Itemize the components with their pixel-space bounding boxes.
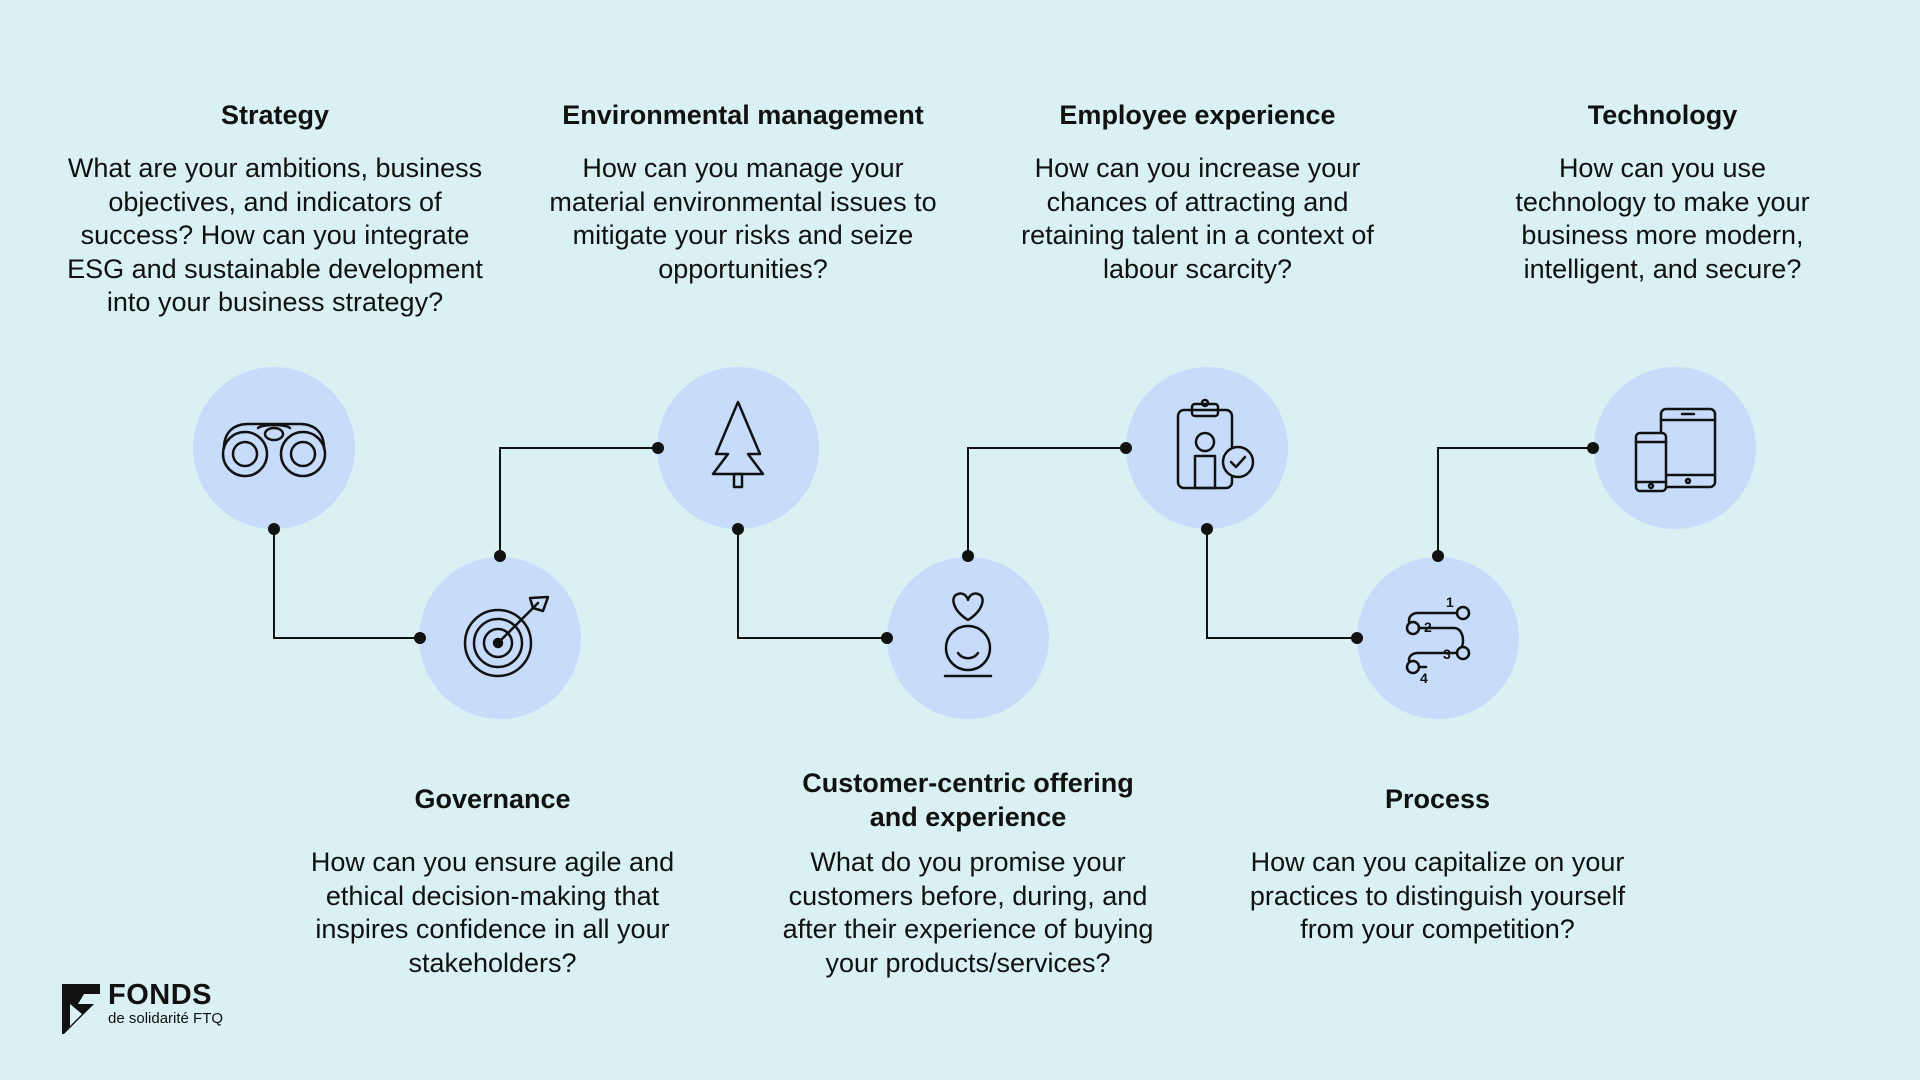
step-title: Customer-centric offering and experience xyxy=(802,768,1134,832)
step-description: What are your ambitions, business object… xyxy=(67,153,483,317)
binoculars-icon xyxy=(221,422,327,478)
numbered-path-icon xyxy=(1405,605,1471,675)
step-environmental-management: Environmental management How can you man… xyxy=(538,98,948,286)
circle-strategy xyxy=(193,367,355,529)
process-number: 2 xyxy=(1424,619,1432,635)
logo-name: FONDS xyxy=(108,979,212,1011)
step-description: How can you ensure agile and ethical dec… xyxy=(310,847,675,978)
step-description: How can you increase your chances of att… xyxy=(1021,153,1374,284)
step-title: Strategy xyxy=(220,100,330,130)
connector-lines xyxy=(273,447,1593,639)
connector-process-technology xyxy=(1437,447,1593,556)
step-description: How can you manage your material environ… xyxy=(549,153,937,284)
step-title: Employee experience xyxy=(1059,100,1336,130)
connector-employee-process xyxy=(1206,529,1357,639)
circle-employee xyxy=(1126,367,1288,529)
step-title: Technology xyxy=(1587,100,1738,130)
step-governance: Governance How can you ensure agile and … xyxy=(295,782,690,980)
target-icon xyxy=(463,595,550,678)
devices-icon xyxy=(1634,407,1717,493)
connector-strategy-governance xyxy=(273,529,420,639)
process-number: 1 xyxy=(1446,594,1454,610)
connector-customer-employee xyxy=(967,447,1126,556)
connector-governance-environmental xyxy=(499,447,658,556)
step-title: Governance xyxy=(414,784,571,814)
step-employee-experience: Employee experience How can you increase… xyxy=(1005,98,1390,286)
tree-icon xyxy=(711,400,765,489)
step-description: What do you promise your customers befor… xyxy=(782,847,1154,978)
process-number: 4 xyxy=(1420,670,1428,686)
step-description: How can you use technology to make your … xyxy=(1515,153,1810,284)
step-strategy: Strategy What are your ambitions, busine… xyxy=(50,98,500,320)
step-title: Environmental management xyxy=(562,100,924,130)
circle-process xyxy=(1357,557,1519,719)
step-title: Process xyxy=(1384,784,1491,814)
circle-technology xyxy=(1594,367,1756,529)
step-process: Process How can you capitalize on your p… xyxy=(1230,782,1645,947)
process-number: 3 xyxy=(1443,646,1451,662)
step-description: How can you capitalize on your practices… xyxy=(1249,847,1626,944)
person-heart-icon xyxy=(943,592,993,678)
step-customer-centric: Customer-centric offering and experience… xyxy=(763,766,1173,980)
connector-dots xyxy=(268,442,1599,644)
clipboard-badge-icon xyxy=(1176,398,1255,490)
circle-customer xyxy=(887,557,1049,719)
step-circles xyxy=(193,367,1756,719)
circle-environmental xyxy=(657,367,819,529)
logo-subtitle: de solidarité FTQ xyxy=(108,1010,224,1027)
step-technology: Technology How can you use technology to… xyxy=(1505,98,1820,286)
fonds-logo-mark xyxy=(62,984,100,1034)
circle-governance xyxy=(419,557,581,719)
process-numbers: 1 2 3 4 xyxy=(1420,594,1454,686)
connector-environmental-customer xyxy=(737,529,887,639)
